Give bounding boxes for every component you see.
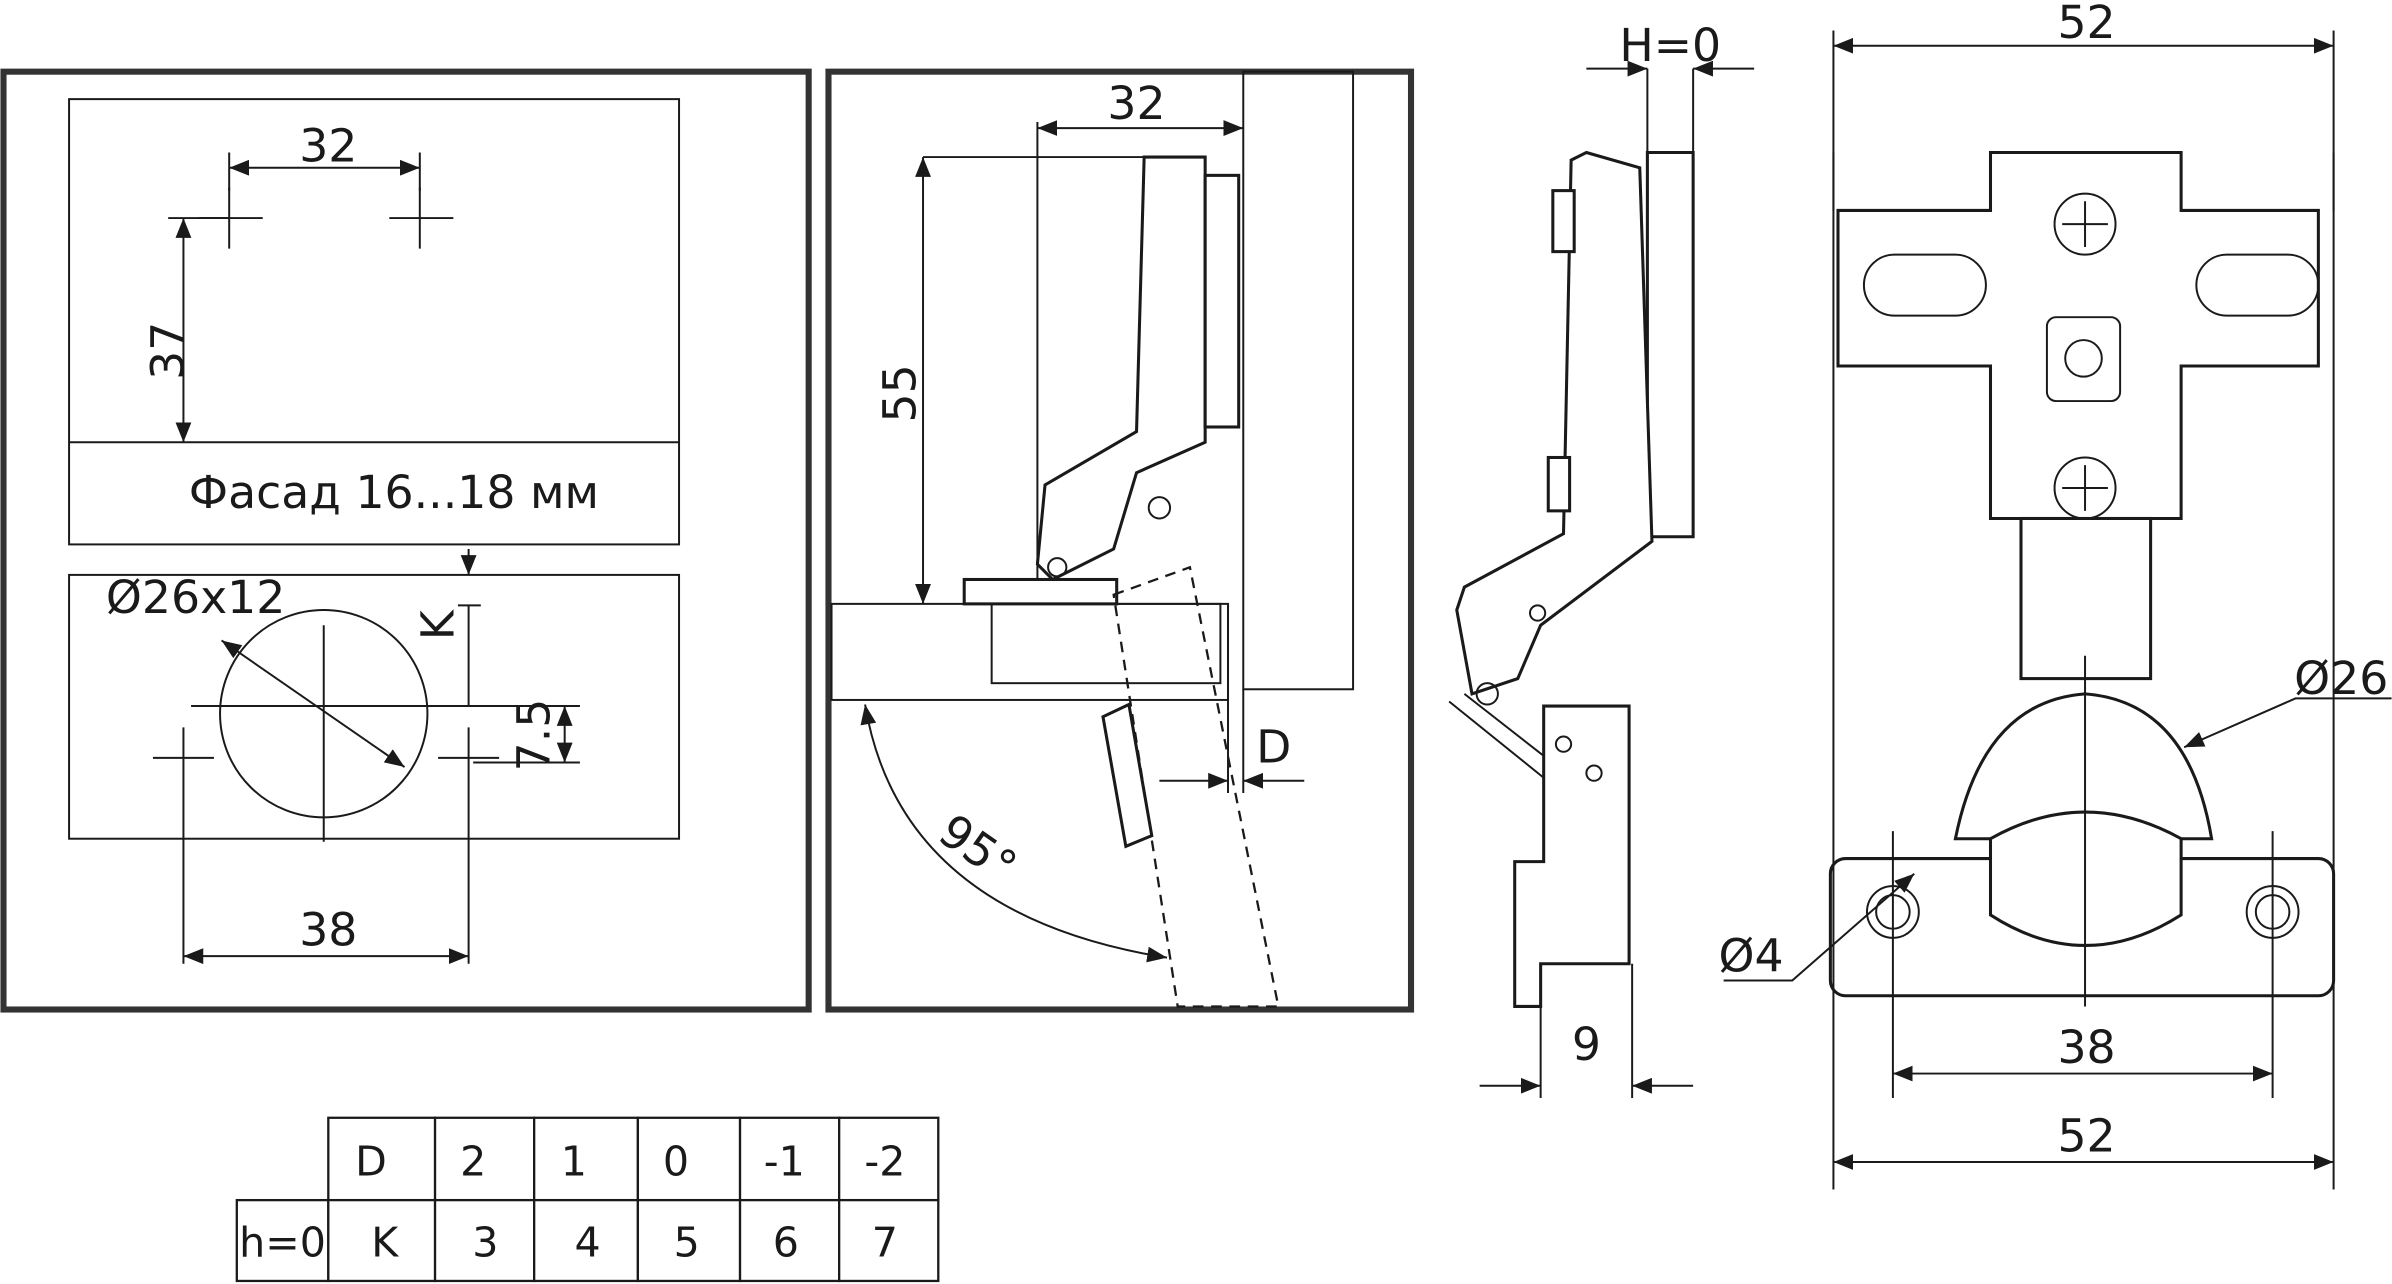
bottom-width-label: 52 bbox=[2057, 1109, 2115, 1162]
edge-offset-label: 7.5 bbox=[507, 699, 560, 772]
screw-hole-label: Ø4 bbox=[1719, 929, 1784, 982]
hinge-front-view: 52 Ø26 Ø4 38 52 bbox=[1719, 0, 2392, 1190]
section-width-label: 32 bbox=[1107, 77, 1165, 130]
table-cell: 6 bbox=[773, 1219, 799, 1267]
mounting-spacing-label: 38 bbox=[299, 903, 357, 956]
table-cell: 4 bbox=[574, 1219, 600, 1267]
mounting-plate-side bbox=[1645, 150, 1695, 539]
table-cell: 2 bbox=[460, 1138, 486, 1186]
table-cell: -1 bbox=[764, 1138, 805, 1186]
hinge-cup-section bbox=[990, 602, 1222, 685]
opening-angle-label: 95° bbox=[929, 804, 1026, 894]
table-cell: 5 bbox=[674, 1219, 700, 1267]
facade-door bbox=[830, 602, 1230, 701]
table-cell: D bbox=[355, 1138, 387, 1186]
adjust-screw-icon bbox=[2053, 192, 2117, 256]
plate-spacing-label: 38 bbox=[2057, 1021, 2115, 1074]
facade-thickness-label: Фасад 16...18 мм bbox=[189, 466, 599, 519]
top-width-label: 52 bbox=[2057, 0, 2115, 49]
table-row-header: h=0 bbox=[239, 1219, 326, 1267]
table-cell: 7 bbox=[872, 1219, 898, 1267]
d-label: D bbox=[1256, 720, 1291, 773]
table-cell: K bbox=[371, 1219, 399, 1267]
hinge-side-view: H=0 9 bbox=[1448, 19, 1755, 1098]
hinge-arm-section bbox=[1035, 155, 1207, 582]
k-label: K bbox=[411, 609, 464, 640]
cup-diameter-label: Ø26x12 bbox=[106, 571, 285, 624]
facade-edge-view bbox=[68, 573, 681, 840]
hole-offset-label: 37 bbox=[141, 322, 194, 380]
depth-label: 9 bbox=[1572, 1018, 1601, 1071]
screw-hole-marks bbox=[198, 187, 454, 249]
facade-top-view bbox=[68, 98, 681, 546]
hinge-arm-front bbox=[2019, 516, 2153, 681]
table-cell: -2 bbox=[864, 1138, 905, 1186]
hinge-cup-side bbox=[1513, 704, 1631, 1008]
table-cell: 0 bbox=[663, 1138, 689, 1186]
hole-spacing-label: 32 bbox=[299, 120, 357, 173]
mounting-plate-front bbox=[1836, 150, 2320, 521]
table-cell: 3 bbox=[472, 1219, 498, 1267]
hinge-arm-side bbox=[1455, 150, 1654, 696]
cup-diameter-label: Ø26 bbox=[2294, 652, 2388, 705]
section-height-label: 55 bbox=[873, 364, 926, 422]
section-view-panel: 32 55 D 95° bbox=[825, 68, 1415, 1013]
table-cell: 1 bbox=[561, 1138, 587, 1186]
adjustment-table: D 2 1 0 -1 -2 h=0 K 3 4 5 6 7 bbox=[235, 1116, 940, 1283]
cabinet-side bbox=[1242, 70, 1355, 691]
h-label: H=0 bbox=[1619, 19, 1721, 72]
drilling-scheme-panel: 32 37 Фасад 16...18 мм Ø26x12 K 7.5 38 bbox=[0, 68, 812, 1013]
